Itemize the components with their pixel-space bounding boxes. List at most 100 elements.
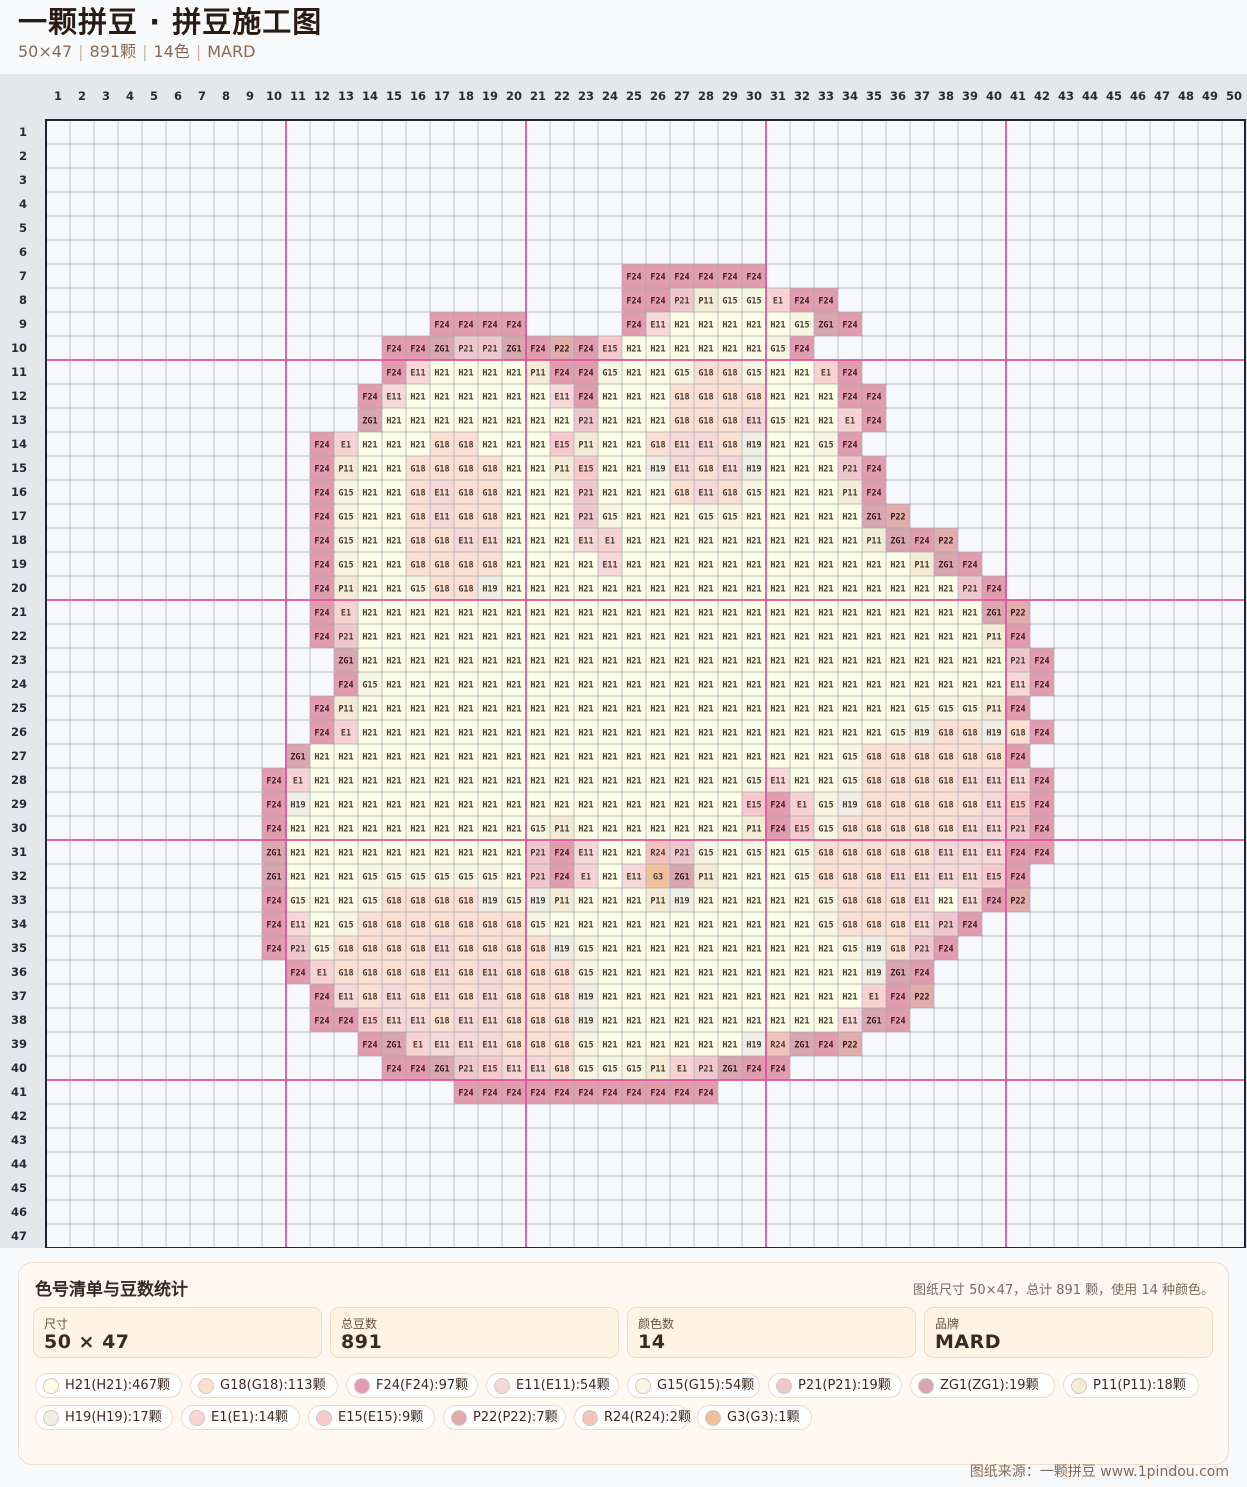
bead-code: H21 xyxy=(698,921,713,931)
bead-code: G15 xyxy=(434,873,449,883)
bead-code: G15 xyxy=(506,897,521,907)
bead-cell xyxy=(478,528,502,552)
bead-code: F24 xyxy=(746,273,761,283)
bead-cell xyxy=(790,480,814,504)
bead-code: G15 xyxy=(698,513,713,523)
bead-cell xyxy=(694,552,718,576)
bead-code: H19 xyxy=(986,729,1001,739)
bead-code: F24 xyxy=(1034,825,1049,835)
bead-code: H21 xyxy=(530,537,545,547)
bead-cell xyxy=(670,408,694,432)
bead-code: E11 xyxy=(986,777,1001,787)
bead-cell xyxy=(478,336,502,360)
bead-code: G18 xyxy=(554,1041,569,1051)
bead-cell xyxy=(838,384,862,408)
bead-code: H21 xyxy=(818,1017,833,1027)
bead-code: H21 xyxy=(818,561,833,571)
color-swatch xyxy=(918,1378,934,1394)
bead-cell xyxy=(526,384,550,408)
bead-code: F24 xyxy=(746,1065,761,1075)
bead-code: H21 xyxy=(698,609,713,619)
bead-code: G15 xyxy=(842,777,857,787)
bead-cell xyxy=(574,504,598,528)
bead-code: H21 xyxy=(770,849,785,859)
bead-code: H21 xyxy=(530,753,545,763)
bead-cell xyxy=(430,432,454,456)
bead-cell xyxy=(598,504,622,528)
bead-code: E11 xyxy=(986,825,1001,835)
bead-cell xyxy=(382,624,406,648)
bead-code: E1 xyxy=(581,873,591,883)
bead-cell xyxy=(862,504,886,528)
bead-cell xyxy=(694,432,718,456)
bead-code: F24 xyxy=(314,561,329,571)
bead-code: G18 xyxy=(722,489,737,499)
column-number: 25 xyxy=(626,89,642,103)
column-number: 24 xyxy=(602,89,618,103)
bead-code: H21 xyxy=(626,969,641,979)
bead-code: E15 xyxy=(362,1017,377,1027)
bead-code: H21 xyxy=(650,729,665,739)
bead-code: F24 xyxy=(674,1089,689,1099)
stat-label: 品牌 xyxy=(935,1317,960,1331)
bead-code: H21 xyxy=(626,633,641,643)
bead-code: G18 xyxy=(458,513,473,523)
bead-code: H21 xyxy=(386,585,401,595)
bead-cell xyxy=(742,528,766,552)
bead-code: H21 xyxy=(698,753,713,763)
bead-code: H21 xyxy=(770,585,785,595)
bead-code: H21 xyxy=(722,345,737,355)
bead-cell xyxy=(358,504,382,528)
bead-code: H21 xyxy=(770,873,785,883)
bead-code: G18 xyxy=(458,993,473,1003)
bead-code: F24 xyxy=(386,1065,401,1075)
bead-code: H21 xyxy=(482,369,497,379)
bead-code: H21 xyxy=(722,681,737,691)
bead-cell xyxy=(646,360,670,384)
bead-code: H21 xyxy=(434,705,449,715)
bead-cell xyxy=(766,528,790,552)
bead-code: F24 xyxy=(362,393,377,403)
bead-code: H21 xyxy=(434,657,449,667)
bead-cell xyxy=(862,480,886,504)
bead-code: F24 xyxy=(1010,873,1025,883)
legend-item-f24: F24(F24):97颗 xyxy=(346,1373,478,1398)
bead-code: H21 xyxy=(722,849,737,859)
bead-code: H21 xyxy=(554,921,569,931)
bead-code: H19 xyxy=(674,897,689,907)
bead-code: H21 xyxy=(530,801,545,811)
bead-code: H21 xyxy=(338,825,353,835)
bead-cell xyxy=(718,504,742,528)
bead-code: H21 xyxy=(674,969,689,979)
bead-code: P21 xyxy=(674,849,689,859)
bead-cell xyxy=(430,336,454,360)
bead-cell xyxy=(694,360,718,384)
bead-cell xyxy=(478,432,502,456)
bead-code: H21 xyxy=(554,753,569,763)
bead-code: H21 xyxy=(626,897,641,907)
bead-code: G18 xyxy=(458,585,473,595)
bead-code: G18 xyxy=(866,825,881,835)
column-number: 47 xyxy=(1154,89,1170,103)
bead-code: H21 xyxy=(770,393,785,403)
bead-code: ZG1 xyxy=(890,537,905,547)
bead-code: H21 xyxy=(386,537,401,547)
bead-code: H21 xyxy=(506,657,521,667)
bead-code: G18 xyxy=(842,873,857,883)
row-number: 4 xyxy=(19,197,27,211)
bead-code: H21 xyxy=(890,609,905,619)
bead-code: ZG1 xyxy=(506,345,521,355)
bead-code: H21 xyxy=(530,465,545,475)
bead-code: G15 xyxy=(746,489,761,499)
bead-code: H21 xyxy=(842,681,857,691)
bead-cell xyxy=(766,552,790,576)
bead-code: G18 xyxy=(482,489,497,499)
bead-code: H21 xyxy=(746,1017,761,1027)
bead-code: H21 xyxy=(506,849,521,859)
bead-code: P21 xyxy=(962,585,977,595)
bead-code: G15 xyxy=(938,705,953,715)
bead-code: F24 xyxy=(458,1089,473,1099)
bead-code: H21 xyxy=(506,537,521,547)
